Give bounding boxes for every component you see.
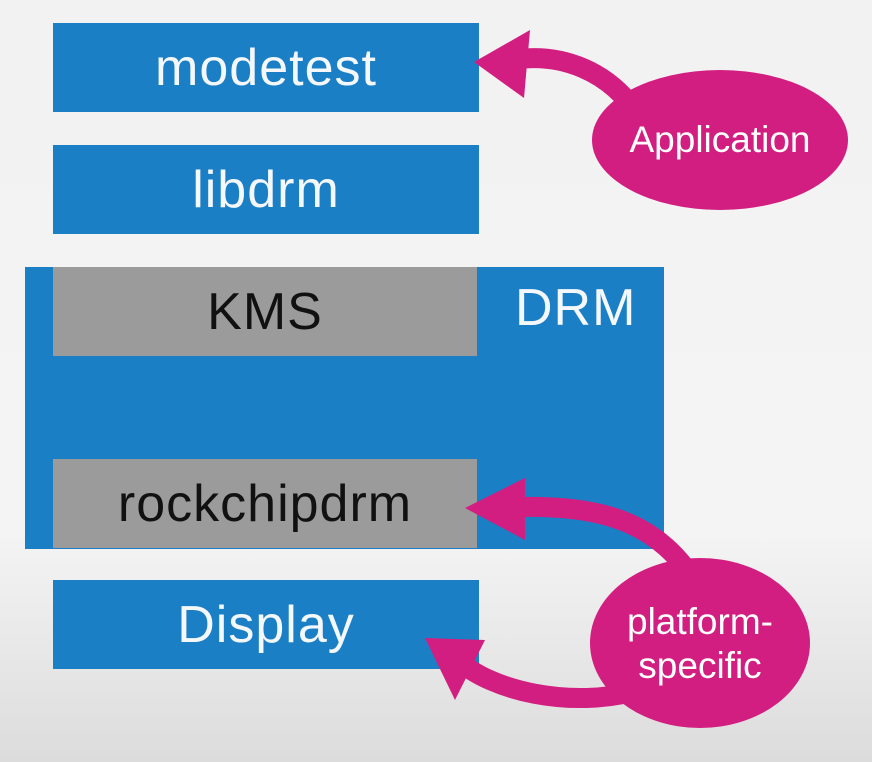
rockchipdrm-label: rockchipdrm <box>117 474 413 533</box>
rockchipdrm-layer: rockchipdrm <box>53 459 477 548</box>
application-bubble <box>592 70 848 210</box>
libdrm-layer: libdrm <box>53 145 479 234</box>
application-arrow-head <box>474 30 530 98</box>
kms-layer: KMS <box>53 267 477 356</box>
application-callout-text: Application <box>629 119 811 160</box>
modetest-layer: modetest <box>53 23 479 112</box>
platform-callout-line1: platform- <box>627 601 773 642</box>
drm-label: DRM <box>515 279 637 337</box>
modetest-label: modetest <box>155 38 377 97</box>
platform-callout-text: platform- specific <box>600 600 800 688</box>
platform-arrow-upper-head <box>465 478 525 540</box>
platform-arrow-lower-head <box>425 638 485 700</box>
platform-callout-line2: specific <box>638 645 762 686</box>
display-layer: Display <box>53 580 479 669</box>
display-label: Display <box>177 595 355 654</box>
kms-label: KMS <box>207 282 323 341</box>
libdrm-label: libdrm <box>192 160 340 219</box>
platform-bubble <box>590 558 810 728</box>
